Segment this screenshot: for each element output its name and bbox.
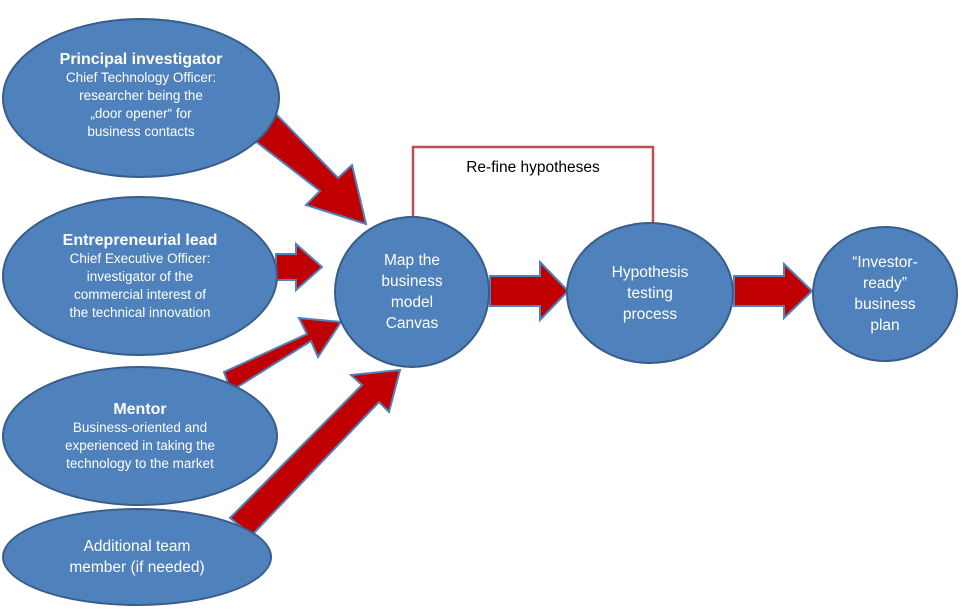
- hypothesis-testing-node: Hypothesis testing process: [566, 222, 734, 364]
- map-canvas-node: Map the business model Canvas: [334, 216, 490, 368]
- arrow-principal-to-canvas: [248, 111, 368, 226]
- entrepreneurial-lead-node: Entrepreneurial lead Chief Executive Off…: [2, 196, 278, 356]
- feedback-loop-line: [406, 145, 655, 229]
- principal-investigator-description: Chief Technology Officer: researcher bei…: [65, 69, 217, 139]
- additional-member-label: Additional team member (if needed): [69, 538, 205, 576]
- mentor-role: Mentor: [113, 400, 167, 418]
- principal-investigator-role: Principal investigator: [59, 50, 223, 68]
- investor-ready-plan-label: “Investor- ready” business plan: [852, 254, 918, 334]
- mentor-description: Business-oriented and experienced in tak…: [64, 419, 216, 471]
- additional-member-node: Additional team member (if needed): [2, 508, 272, 606]
- map-canvas-label: Map the business model Canvas: [381, 252, 443, 332]
- arrow-member-to-canvas: [228, 368, 402, 537]
- investor-ready-plan-node: “Investor- ready” business plan: [812, 226, 958, 362]
- hypothesis-testing-label: Hypothesis testing process: [611, 263, 689, 323]
- refine-hypotheses-label: Re-fine hypotheses: [466, 159, 600, 176]
- mentor-node: Mentor Business-oriented and experienced…: [2, 366, 278, 506]
- entrepreneurial-lead-role: Entrepreneurial lead: [62, 231, 218, 249]
- entrepreneurial-lead-description: Chief Executive Officer: investigator of…: [69, 250, 211, 320]
- arrow-canvas-to-hypothesis: [489, 259, 570, 323]
- principal-investigator-node: Principal investigator Chief Technology …: [2, 18, 280, 178]
- arrow-hypothesis-to-plan: [733, 261, 814, 321]
- arrow-lead-to-canvas: [275, 241, 324, 293]
- arrow-mentor-to-canvas: [222, 316, 343, 393]
